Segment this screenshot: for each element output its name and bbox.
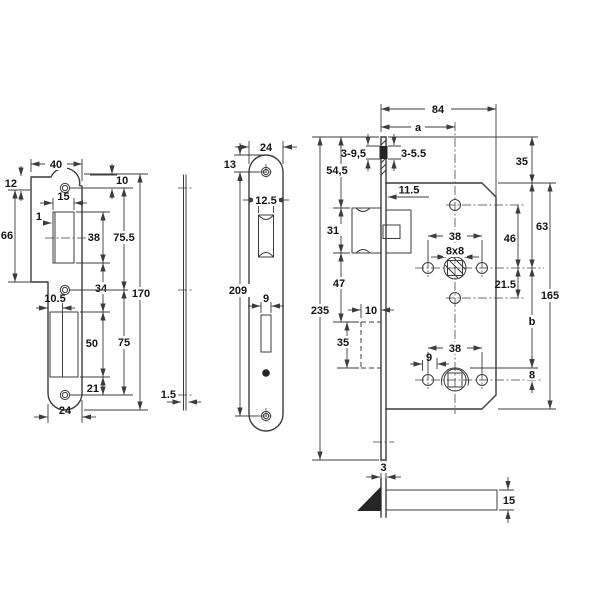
latch-bolt-body xyxy=(385,489,498,511)
dim-case-height: 165 xyxy=(541,290,559,302)
deadbolt-hidden-outline xyxy=(360,321,381,369)
dim-strike-total-height: 170 xyxy=(132,288,150,300)
dim-case-to-spindle: 63 xyxy=(536,221,548,233)
dim-latch-depth: 11.5 xyxy=(399,185,420,197)
dim-latch-height: 31 xyxy=(327,225,339,237)
latch-bolt-bevel xyxy=(357,486,381,511)
dim-spindle-square: 8x8 xyxy=(446,246,464,258)
dim-bottom-offset: 21 xyxy=(87,383,99,395)
screw-hole-middle xyxy=(59,284,71,296)
dim-faceplate-range-left: 3-9,5 xyxy=(341,148,366,160)
dim-faceplate-screw-spacing: 209 xyxy=(229,285,247,297)
dim-strike-hole-top: 10 xyxy=(116,175,128,187)
dim-top-to-latch: 54,5 xyxy=(326,165,347,177)
dim-spindle-to-hole: 21.5 xyxy=(495,279,516,291)
dim-faceplate-width: 24 xyxy=(260,142,273,154)
dim-faceplate-range-right: 3-5.5 xyxy=(401,148,426,160)
hole-center-ticks xyxy=(178,187,192,396)
dim-strike-top-offset: 12 xyxy=(5,178,17,190)
faceplate-front-view xyxy=(248,154,284,432)
dim-case-width: 84 xyxy=(432,104,445,116)
dim-snib-offset: 8 xyxy=(529,370,535,382)
dim-hole-offset: 9 xyxy=(426,352,432,364)
latch-bolt-side-detail: 3 15 xyxy=(357,461,517,523)
faceplate-latch-cutout xyxy=(257,214,275,258)
faceplate-dimensions: 24 13 12.5 209 9 xyxy=(224,141,297,417)
dim-strike-width-top: 40 xyxy=(50,159,62,171)
lock-case-outline xyxy=(385,182,497,410)
dim-bolt-height: 35 xyxy=(337,337,349,349)
dim-latch-cutout-width: 15 xyxy=(57,191,69,203)
strike-plate-side-view: 1.5 xyxy=(161,174,201,411)
dim-bolt-throw: 10 xyxy=(365,305,377,317)
deadbolt-cutout xyxy=(49,311,79,378)
dim-screw-spacing-bottom: 38 xyxy=(449,343,461,355)
dim-latch-cutout-height: 38 xyxy=(88,232,100,244)
strike-engagement-mark xyxy=(379,146,388,159)
latch-bolt-front xyxy=(351,207,412,254)
strike-plate-dimensions: 40 12 10 15 1 66 38 34 50 21 xyxy=(1,158,155,423)
dim-hole-to-spindle: 46 xyxy=(504,233,516,245)
dim-edge-offset: 1 xyxy=(36,211,42,223)
dim-strike-thickness: 1.5 xyxy=(161,389,176,401)
faceplate-section xyxy=(380,477,387,518)
screw-hole-bottom xyxy=(59,389,71,401)
centerlines xyxy=(373,122,544,443)
dim-screw-spacing-top: 75.5 xyxy=(113,232,134,244)
dim-faceplate-hole-top: 13 xyxy=(224,159,236,171)
dim-backset: a xyxy=(415,122,422,134)
lock-faceplate-edge xyxy=(380,136,387,461)
dim-spindle-to-cylinder: b xyxy=(529,316,536,328)
screw-hole-top xyxy=(59,182,71,194)
lock-case-front-view xyxy=(351,104,544,461)
latch-cutout xyxy=(52,211,75,264)
dim-bolt-cutout-offset: 10.5 xyxy=(44,293,65,305)
dim-lip-height: 66 xyxy=(1,230,13,242)
dim-latch-bolt-height: 15 xyxy=(503,495,515,507)
dim-cutout-gap: 34 xyxy=(95,283,108,295)
spindle-follower xyxy=(443,256,467,280)
dim-faceplate-thickness: 3 xyxy=(380,462,386,474)
faceplate-section-hatch xyxy=(379,139,388,176)
faceplate-bolt-cutout xyxy=(260,314,272,353)
dim-screw-spacing-top: 38 xyxy=(449,231,461,243)
faceplate-outline xyxy=(248,154,284,432)
dim-bolt-cutout-height: 50 xyxy=(86,338,98,350)
fixing-hole xyxy=(262,369,270,377)
dim-top-to-case: 35 xyxy=(516,156,528,168)
lock-case-dimensions: 84 a 3-9,5 3-5.5 35 63 165 46 21.5 b 8 xyxy=(306,103,563,461)
dim-latch-to-bolt: 47 xyxy=(333,278,345,290)
strike-plate-edge xyxy=(183,174,187,411)
dim-faceplate-bolt-cutout: 9 xyxy=(263,293,269,305)
strike-plate-front-view xyxy=(30,167,89,411)
dim-strike-width-bottom: 24 xyxy=(59,405,72,417)
dim-screw-spacing-bottom: 75 xyxy=(118,337,130,349)
dim-faceplate-latch-cutout: 12.5 xyxy=(255,195,276,207)
dim-faceplate-height: 235 xyxy=(311,305,329,317)
